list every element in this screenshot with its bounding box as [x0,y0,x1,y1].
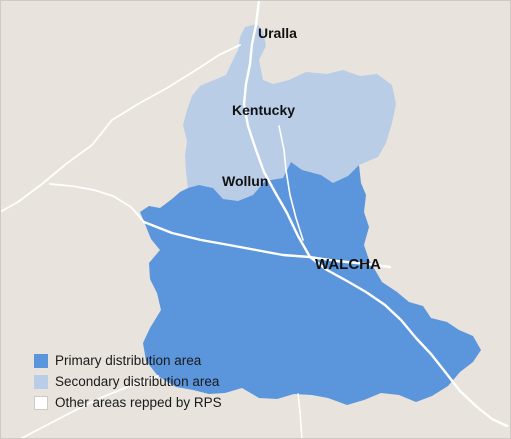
map-legend: Primary distribution area Secondary dist… [34,350,222,413]
legend-item-primary: Primary distribution area [34,350,222,371]
primary-distribution-area [140,162,481,405]
road-west-walcha [142,220,312,259]
legend-label-primary: Primary distribution area [55,353,202,368]
place-label-uralla: Uralla [258,25,297,41]
other-swatch [34,395,48,410]
road-kentucky-wollun [278,125,304,241]
road-south [297,393,303,439]
place-label-walcha: WALCHA [315,256,381,273]
road-northwest [0,44,241,213]
legend-label-secondary: Secondary distribution area [55,374,220,389]
legend-label-other: Other areas repped by RPS [55,395,222,410]
secondary-distribution-area [183,24,396,201]
place-label-kentucky: Kentucky [232,102,296,118]
legend-item-other: Other areas repped by RPS [34,392,222,413]
secondary-swatch [34,374,48,389]
road-walcha-east [308,255,392,269]
road-southwest [19,375,159,439]
legend-item-secondary: Secondary distribution area [34,371,222,392]
primary-swatch [34,353,48,368]
road-west-link [49,183,145,223]
place-label-wollun: Wollun [222,173,269,189]
